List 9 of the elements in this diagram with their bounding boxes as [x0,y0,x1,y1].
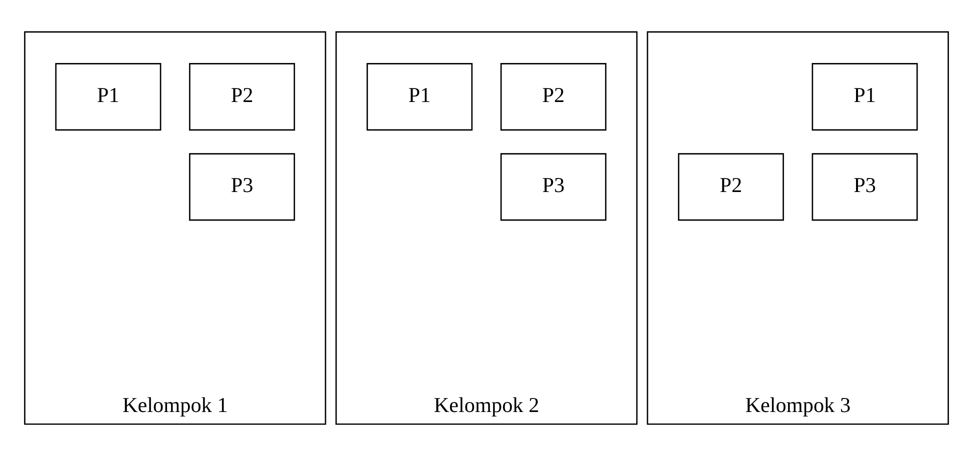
node-box: P3 [189,153,296,221]
node-box: P1 [812,63,918,131]
node-box: P3 [812,153,918,221]
node-box: P2 [678,153,784,221]
node-box: P2 [500,63,606,131]
node-box: P1 [366,63,473,131]
node-box: P1 [55,63,162,131]
node-box: P2 [189,63,296,131]
node-box: P3 [500,153,606,221]
